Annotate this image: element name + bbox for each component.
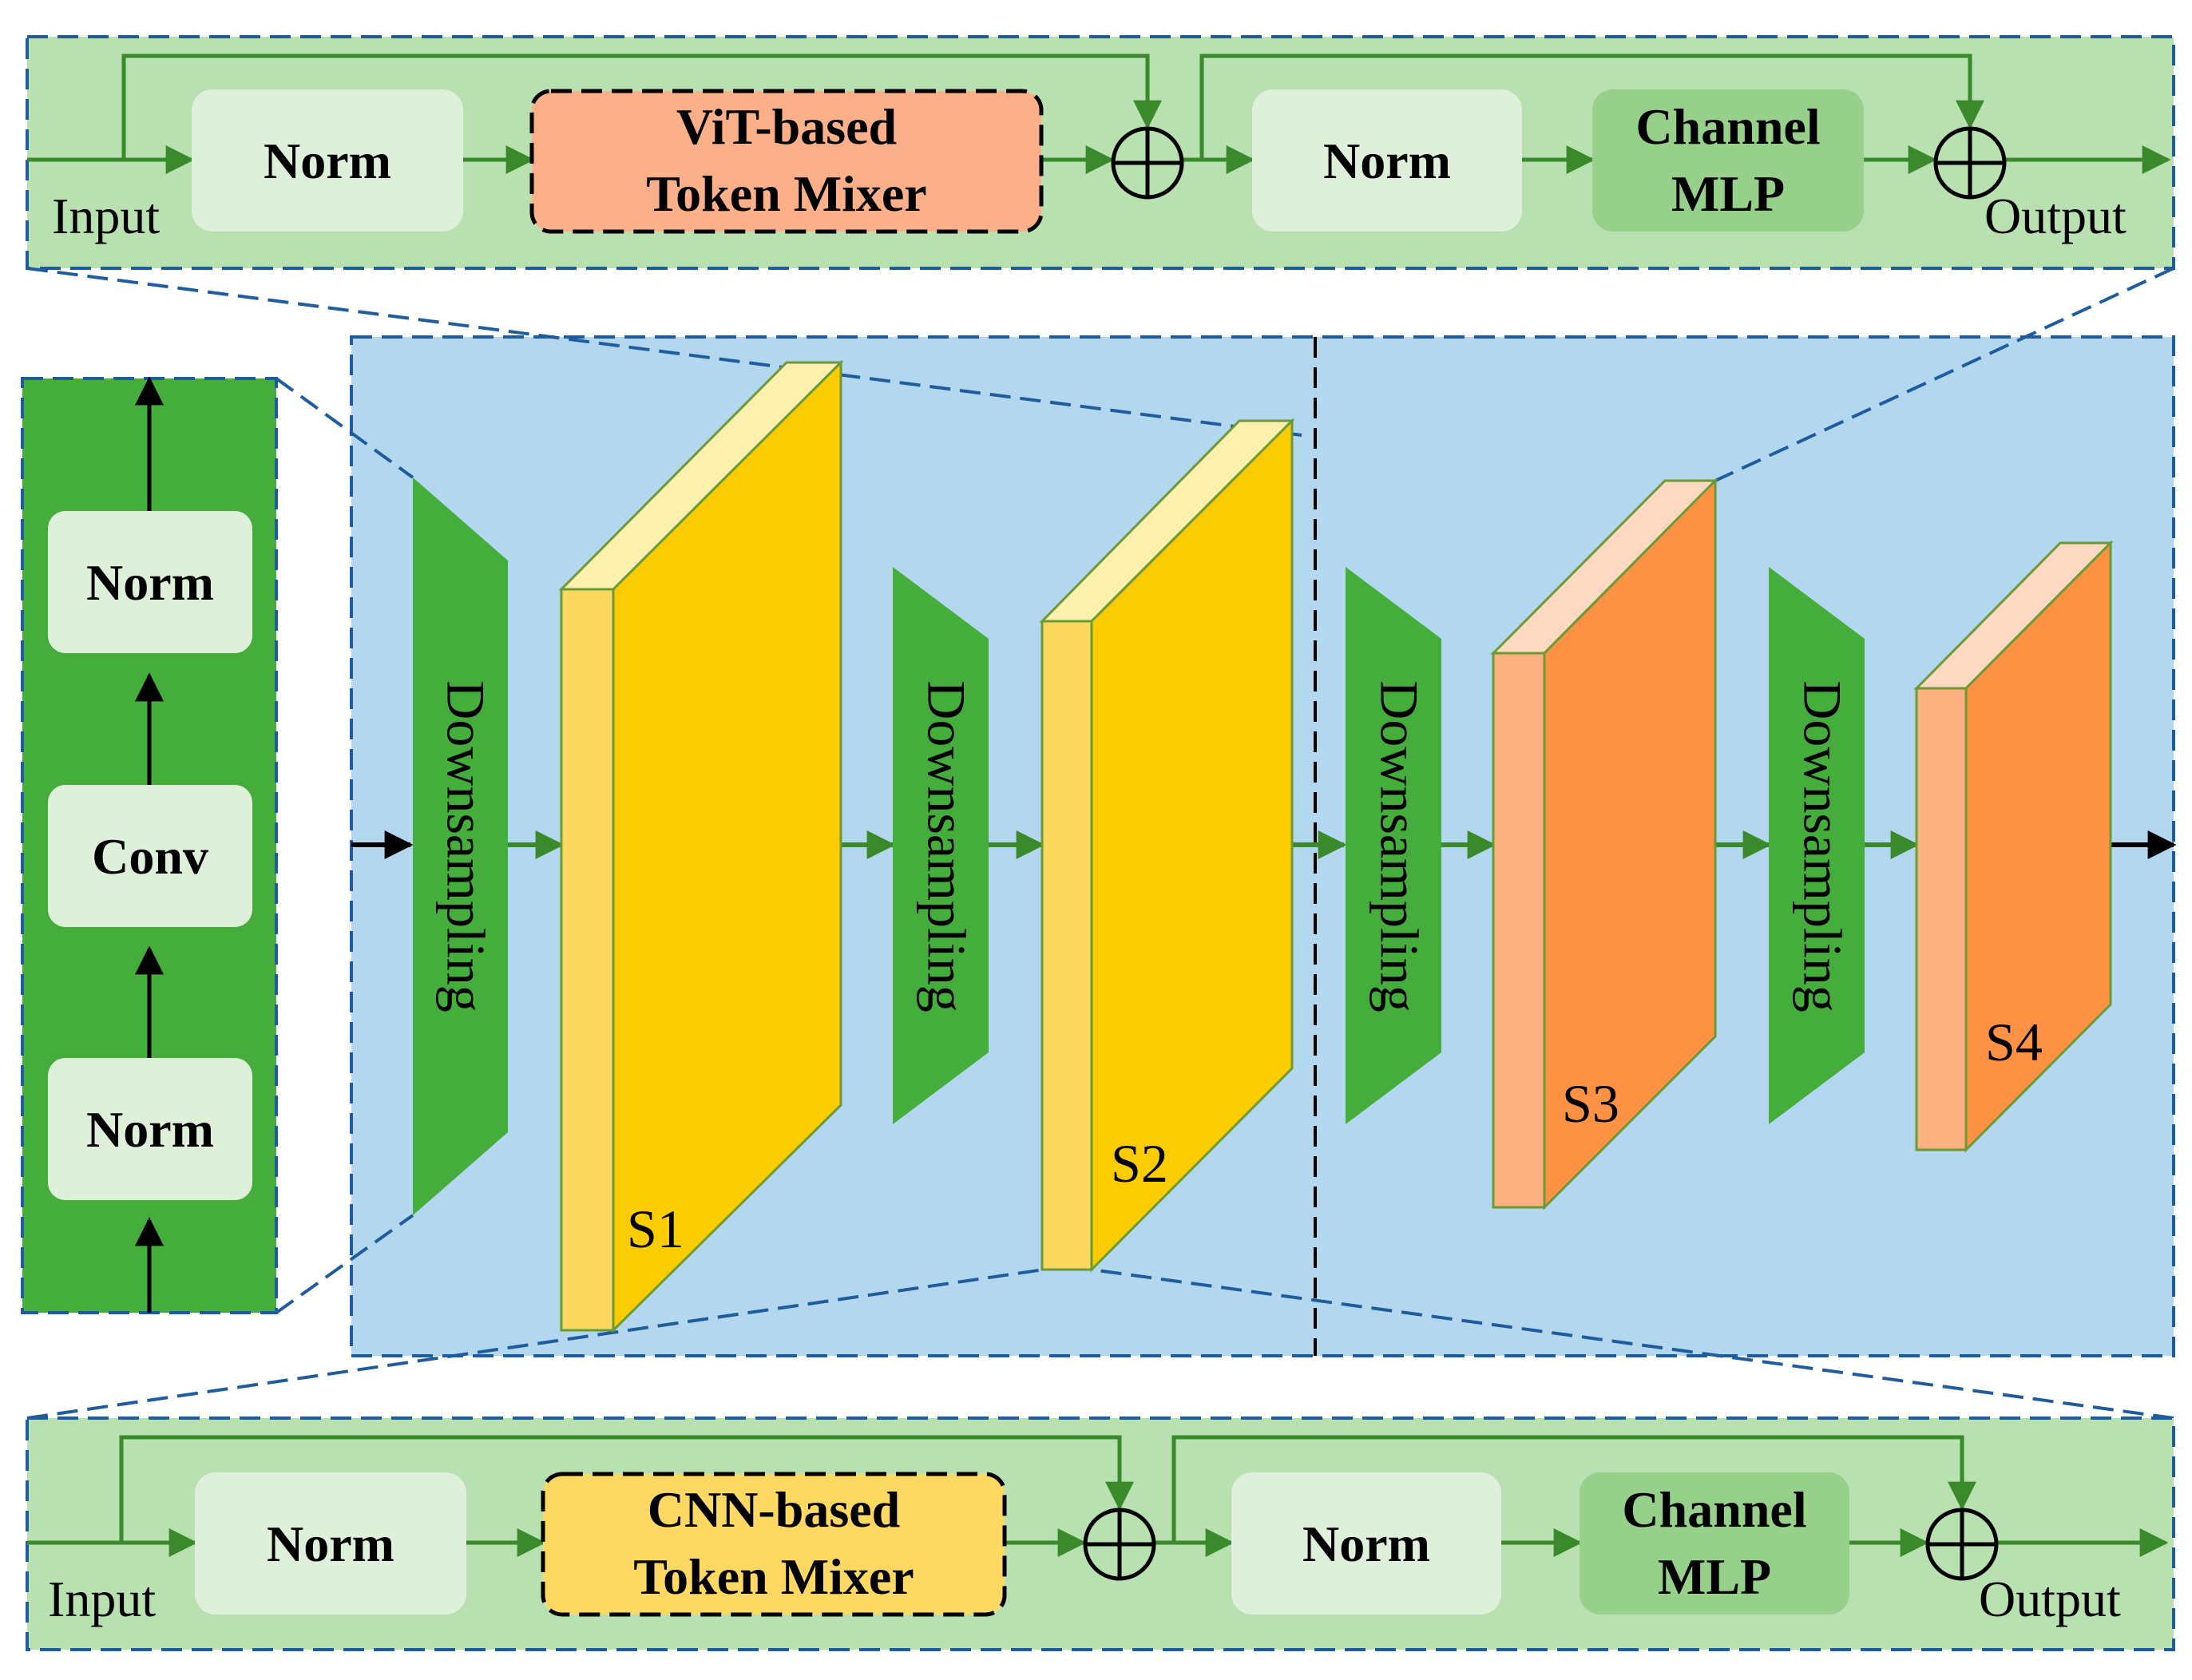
cnn-token-mixer-label-2: Token Mixer <box>633 1548 914 1605</box>
vit-token-mixer-label-1: ViT-based <box>676 98 897 155</box>
stage-s4: S4 <box>1913 540 2114 1153</box>
cnn-channel-mlp-label-2: MLP <box>1658 1548 1771 1605</box>
cnn-norm-label-1: Norm <box>267 1516 394 1572</box>
cnn-input-label: Input <box>48 1571 156 1627</box>
zoom-connector-lines <box>26 267 2174 1420</box>
downsampling-4: Downsampling <box>1769 567 1865 1124</box>
downsampling-2: Downsampling <box>893 567 989 1124</box>
cnn-channel-mlp-box <box>1580 1472 1849 1615</box>
vit-channel-mlp-label-2: MLP <box>1671 165 1785 222</box>
cnn-block-panel: Input Norm CNN-based Token Mixer Norm Ch… <box>26 1417 2175 1651</box>
cnn-token-mixer-label-1: CNN-based <box>648 1481 900 1538</box>
stage-s3: S3 <box>1490 477 1718 1210</box>
vit-token-mixer-box <box>529 89 1044 234</box>
cnn-skip-connection-1 <box>119 1435 1134 1543</box>
downsample-conv-label: Conv <box>92 828 208 885</box>
downsampling-3: Downsampling <box>1346 567 1441 1124</box>
cnn-skip-connection-2 <box>1171 1435 1976 1543</box>
downsample-norm-label-bottom: Norm <box>86 1101 214 1158</box>
downsampling-1: Downsampling <box>413 477 508 1215</box>
vit-norm-label-1: Norm <box>264 133 391 189</box>
downsample-norm-box-bottom <box>48 1058 252 1200</box>
vit-add-icon-1 <box>1111 126 1184 200</box>
stage-label-s1: S1 <box>627 1199 684 1259</box>
vit-norm-box-2 <box>1252 89 1522 232</box>
cnn-channel-mlp-label-1: Channel <box>1622 1481 1806 1538</box>
vit-input-label: Input <box>52 188 160 244</box>
vit-block-panel: Input Norm ViT-based Token Mixer Norm Ch… <box>26 35 2175 270</box>
downsampling-detail-panel: Norm Conv Norm <box>21 376 278 1314</box>
vit-channel-mlp-label-1: Channel <box>1635 98 1820 155</box>
stage-label-s4: S4 <box>1985 1012 2043 1072</box>
vit-output-label: Output <box>1984 188 2127 244</box>
vit-add-icon-2 <box>1933 126 2007 200</box>
downsampling-label-3: Downsampling <box>1369 680 1429 1012</box>
cnn-add-icon-1 <box>1083 1508 1156 1581</box>
vit-token-mixer-label-2: Token Mixer <box>646 165 926 222</box>
stage-s1: S1 <box>558 359 844 1333</box>
vit-skip-connection-2 <box>1199 53 1984 160</box>
stage-label-s3: S3 <box>1562 1073 1619 1134</box>
vit-norm-label-2: Norm <box>1323 133 1451 189</box>
vit-norm-box-1 <box>192 89 463 232</box>
cnn-norm-label-2: Norm <box>1302 1516 1430 1572</box>
cnn-output-label: Output <box>1979 1571 2121 1627</box>
vit-channel-mlp-box <box>1592 89 1864 232</box>
cnn-add-icon-2 <box>1925 1508 1999 1581</box>
downsample-conv-box <box>48 785 252 927</box>
cnn-norm-box-1 <box>195 1472 466 1615</box>
stage-label-s2: S2 <box>1111 1133 1168 1194</box>
stage-s2: S2 <box>1039 418 1295 1273</box>
downsample-norm-box-top <box>48 511 252 653</box>
cnn-norm-box-2 <box>1231 1472 1501 1615</box>
downsampling-label-4: Downsampling <box>1792 680 1853 1012</box>
downsampling-label-2: Downsampling <box>916 680 977 1012</box>
downsample-norm-label-top: Norm <box>86 554 214 611</box>
downsampling-label-1: Downsampling <box>435 680 496 1012</box>
vit-skip-connection-1 <box>121 53 1162 160</box>
cnn-token-mixer-box <box>541 1472 1007 1617</box>
